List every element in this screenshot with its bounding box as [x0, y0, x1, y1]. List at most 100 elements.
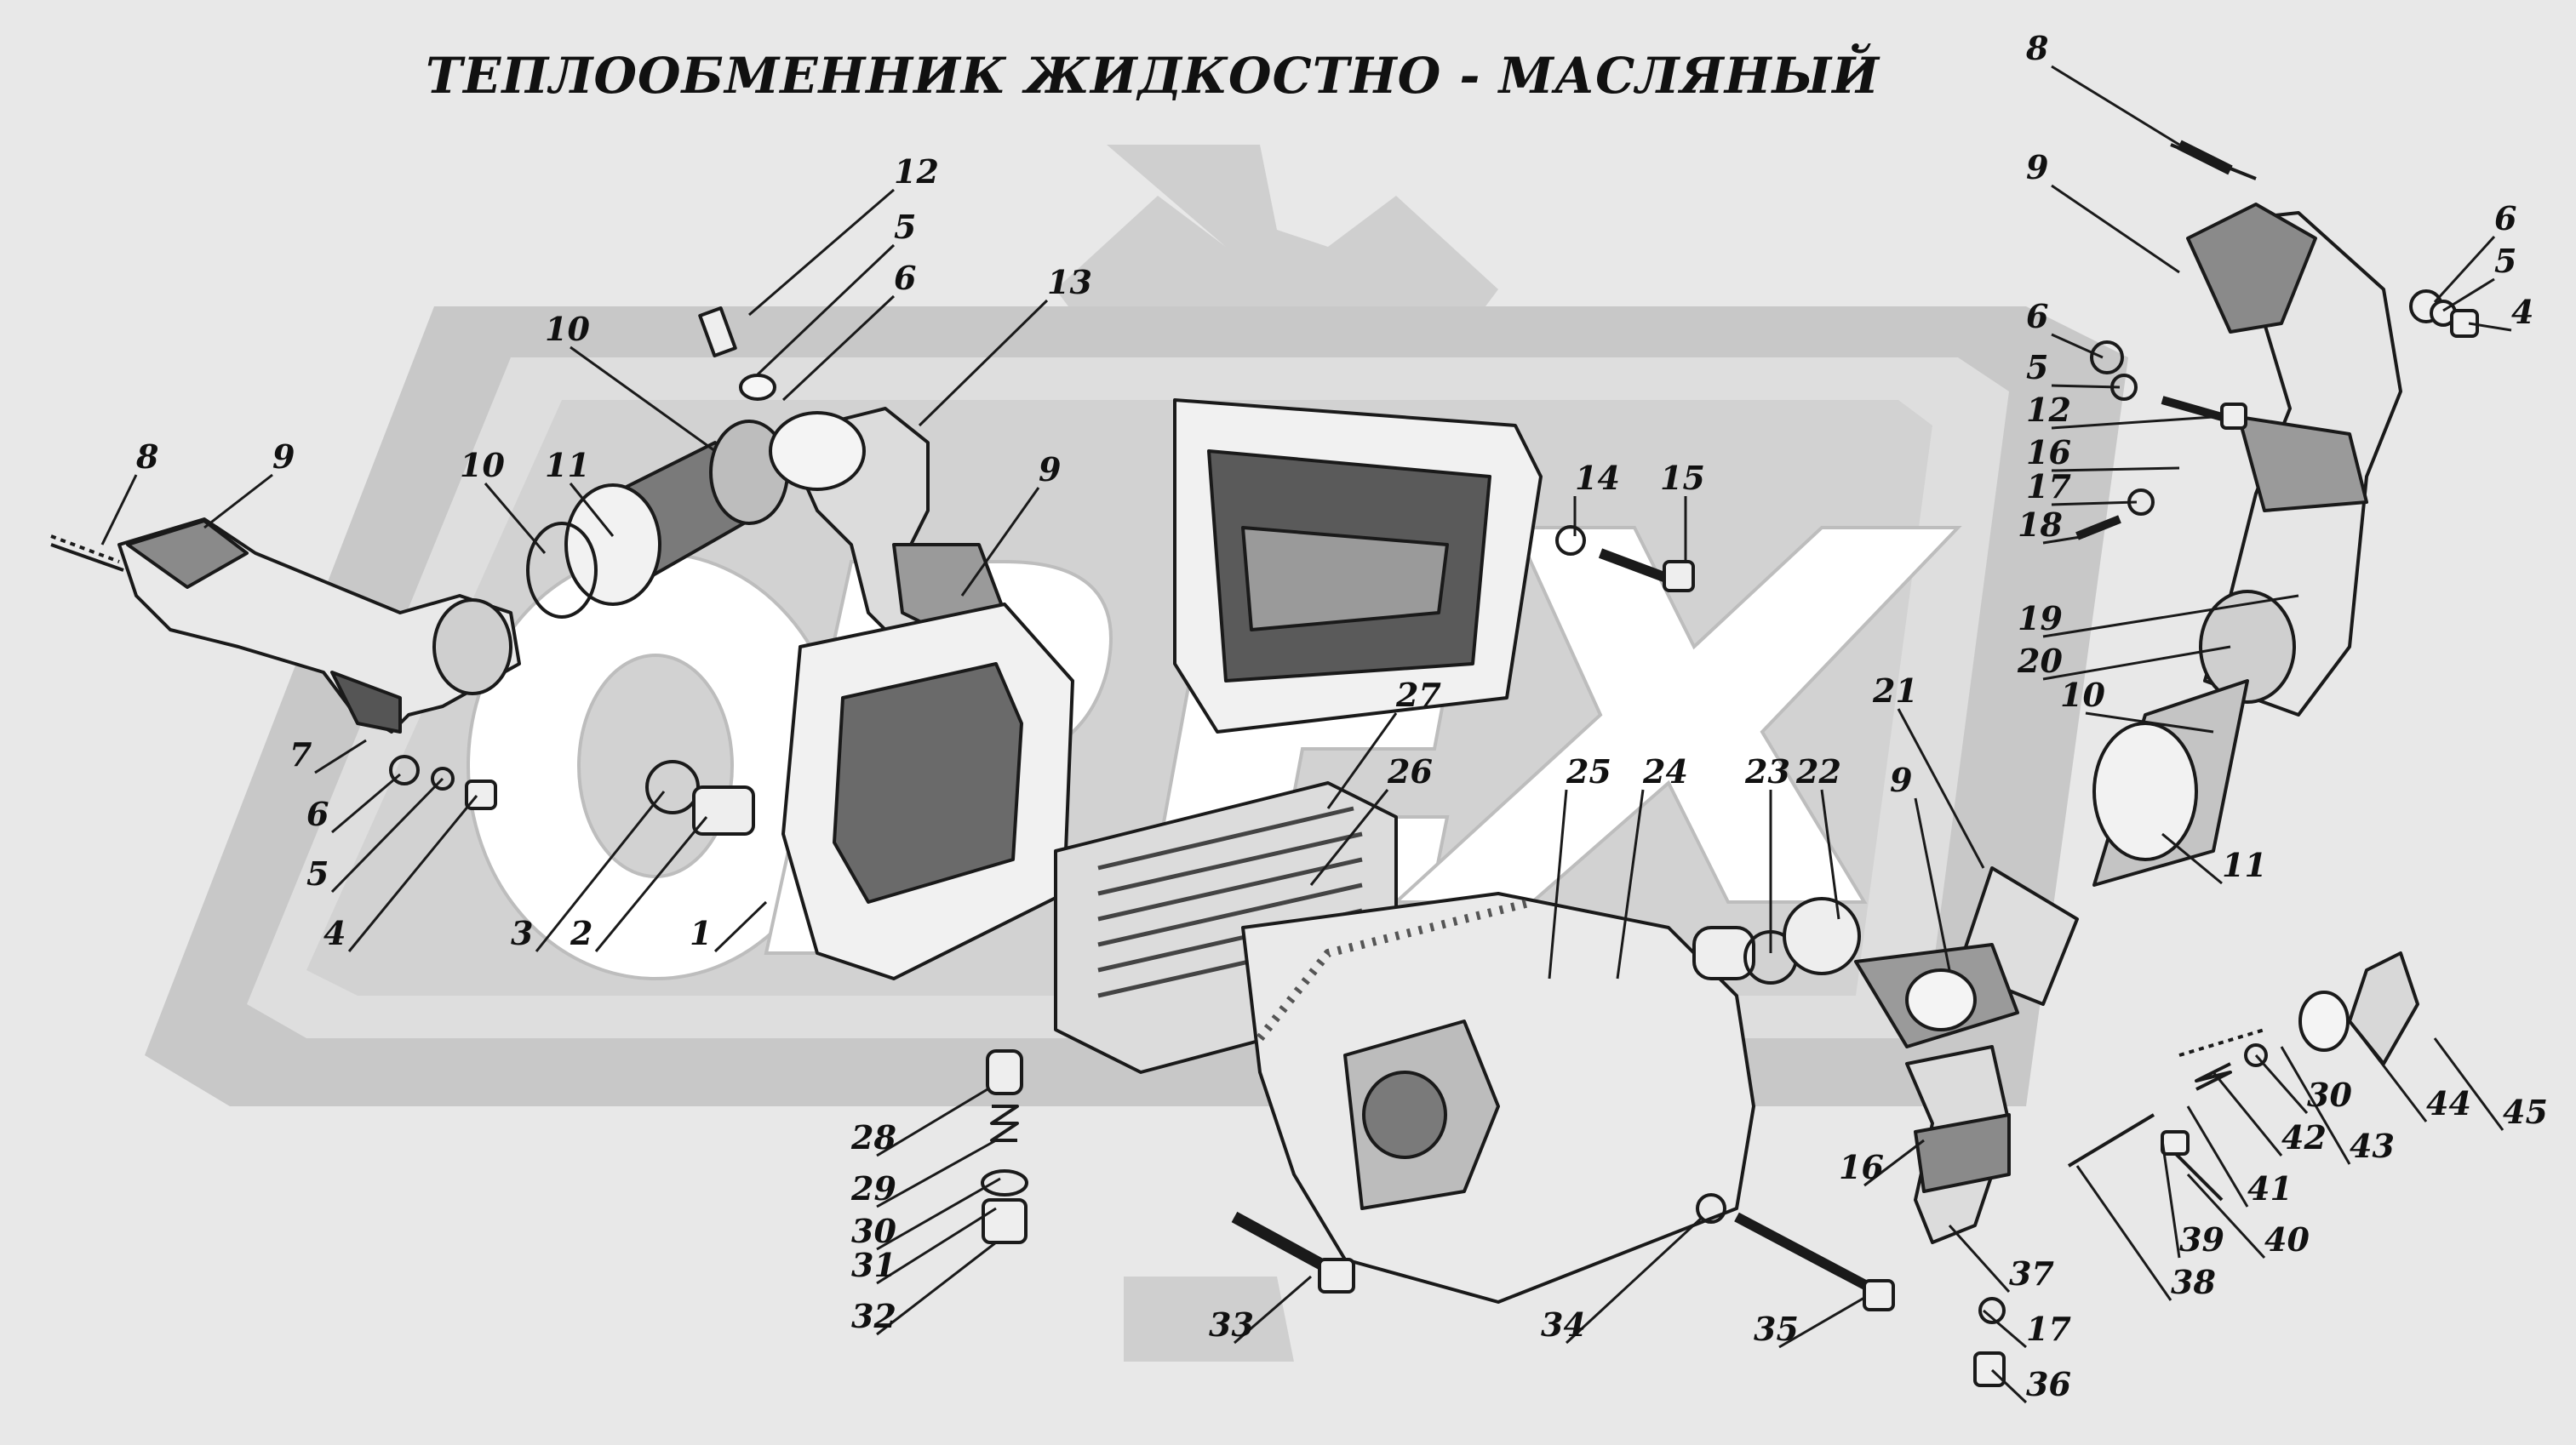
callout-number: 38: [2171, 1263, 2216, 1301]
callout-number: 5: [306, 854, 329, 893]
callout-number: 13: [1047, 263, 1092, 301]
callout-number: 36: [2026, 1365, 2071, 1403]
leader-line: [331, 773, 401, 834]
leader-line: [1983, 1309, 2027, 1349]
callout-number: 29: [850, 1169, 896, 1208]
leader-line: [2348, 1020, 2428, 1122]
leader-line: [2254, 1054, 2309, 1114]
fasteners-part: [389, 140, 2479, 1387]
leader-line: [2042, 645, 2231, 681]
callout-number: 10: [545, 310, 590, 348]
callout-labels: 8965465121617181920101121922232425262712…: [135, 29, 2548, 1403]
callout-number: 21: [1872, 671, 1918, 710]
leader-line: [876, 1177, 1001, 1251]
callout-number: 6: [2026, 297, 2048, 335]
callout-number: 1: [690, 914, 712, 952]
parts-drawing: [50, 140, 2479, 1387]
callout-number: 31: [851, 1246, 896, 1284]
leader-line: [1990, 1368, 2028, 1404]
leader-line: [330, 777, 444, 894]
callout-number: 5: [2494, 242, 2516, 280]
callout-number: 12: [894, 152, 939, 191]
leader-line: [1914, 797, 1951, 971]
leader-line: [2161, 1139, 2181, 1259]
callout-number: 9: [272, 437, 295, 476]
callout-number: 17: [2026, 467, 2071, 505]
leader-line: [1616, 789, 1645, 980]
leader-line: [876, 1088, 988, 1157]
housing-part: [1241, 892, 1755, 1304]
leader-line: [570, 346, 716, 453]
callout-number: 20: [2017, 642, 2063, 680]
leader-line: [484, 483, 547, 554]
leader-line: [1820, 789, 1840, 920]
leader-line: [918, 299, 1049, 427]
callout-number: 15: [1660, 459, 1705, 497]
leader-line: [713, 900, 768, 953]
leader-line: [748, 188, 895, 317]
leader-line: [2042, 534, 2087, 545]
leader-line: [2051, 333, 2104, 359]
callout-number: 4: [2511, 293, 2533, 331]
leader-line: [347, 795, 478, 952]
callout-number: 40: [2264, 1220, 2310, 1259]
leader-line: [2442, 277, 2495, 312]
callout-number: 11: [2222, 846, 2267, 884]
leader-line: [1309, 789, 1389, 886]
callout-number: 44: [2426, 1084, 2471, 1122]
callout-number: 17: [2026, 1310, 2071, 1348]
callout-number: 3: [511, 914, 533, 952]
leader-line: [594, 816, 708, 952]
callout-number: 6: [2494, 199, 2516, 237]
callout-number: 22: [1795, 752, 1841, 791]
callout-number: 2: [570, 914, 592, 952]
callout-number: 16: [2026, 433, 2071, 471]
leader-line: [2051, 415, 2214, 430]
leader-line: [876, 1139, 997, 1208]
callout-number: 9: [1890, 761, 1912, 799]
leader-line: [2161, 832, 2223, 885]
leader-lines: [100, 65, 2512, 1404]
leader-line: [2468, 322, 2512, 332]
leader-line: [2042, 594, 2299, 638]
leader-line: [2433, 235, 2496, 304]
callout-number: 45: [2503, 1093, 2548, 1131]
leader-line: [960, 487, 1040, 597]
diagram-title: ТЕПЛООБМЕННИК ЖИДКОСТНО - МАСЛЯНЫЙ: [426, 47, 1880, 105]
leader-line: [100, 474, 138, 545]
leader-line: [2212, 1071, 2283, 1157]
leader-line: [2085, 711, 2214, 734]
leader-line: [535, 791, 666, 952]
leader-line: [876, 1241, 997, 1336]
left-hose-part: [526, 420, 789, 619]
callout-number: 28: [850, 1118, 896, 1157]
callout-number: 10: [2060, 676, 2105, 714]
leader-line: [2280, 1046, 2351, 1165]
callout-number: 32: [851, 1297, 896, 1335]
leader-line: [2051, 184, 2180, 274]
leader-line: [203, 473, 273, 529]
callout-number: 26: [1387, 752, 1433, 791]
leader-line: [2051, 500, 2138, 506]
leader-line: [2051, 466, 2180, 472]
callout-number: 12: [2026, 391, 2071, 429]
leader-line: [2433, 1037, 2504, 1131]
leader-line: [1948, 1224, 2011, 1294]
callout-number: 42: [2281, 1118, 2327, 1157]
callout-number: 24: [1642, 752, 1688, 791]
callout-number: 39: [2179, 1220, 2224, 1259]
leader-line: [876, 1207, 997, 1285]
callout-number: 11: [545, 446, 590, 484]
callout-number: 5: [2026, 348, 2048, 386]
leader-line: [1778, 1296, 1865, 1349]
callout-number: 8: [2025, 29, 2048, 67]
callout-number: 23: [1744, 752, 1790, 791]
callout-number: 9: [2026, 148, 2048, 186]
leader-line: [1234, 1275, 1312, 1345]
leader-line: [2051, 384, 2121, 389]
cover-plate-part: [781, 398, 1543, 980]
callout-number: 8: [135, 437, 158, 476]
leader-line: [756, 243, 896, 376]
leader-line: [1863, 1139, 1925, 1187]
bracket-part: [1905, 1045, 2011, 1244]
